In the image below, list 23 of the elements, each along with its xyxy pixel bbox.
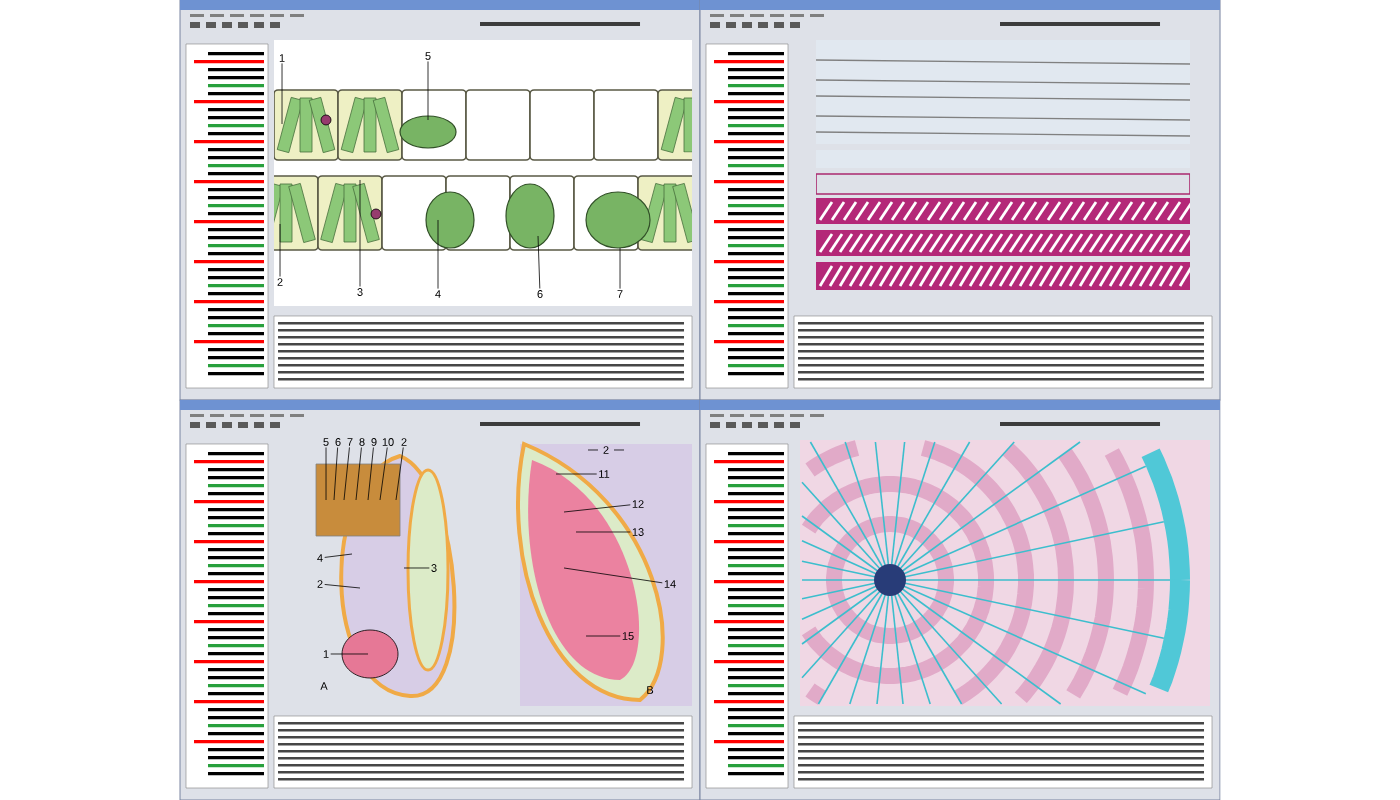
leader-line [281,63,283,125]
leader-line [333,447,339,501]
leader-line [427,61,429,121]
leader-line [324,584,361,589]
leader-line [555,473,598,475]
leader-line [379,447,388,501]
leader-line [325,447,327,501]
leader-line [437,219,439,289]
leader-line [367,447,374,501]
leader-line [537,235,541,289]
leader-line [619,247,621,289]
leader-line [563,504,631,513]
leader-line [585,635,621,637]
leader-line [395,447,404,501]
leader-line [330,653,369,655]
leader-line [575,531,631,533]
leader-line [403,567,430,569]
leader-line [324,553,353,558]
leader-line [343,447,350,501]
leader-line [355,447,362,501]
leader-line [563,567,663,584]
leader-line [279,223,281,277]
leader-line [359,179,361,287]
